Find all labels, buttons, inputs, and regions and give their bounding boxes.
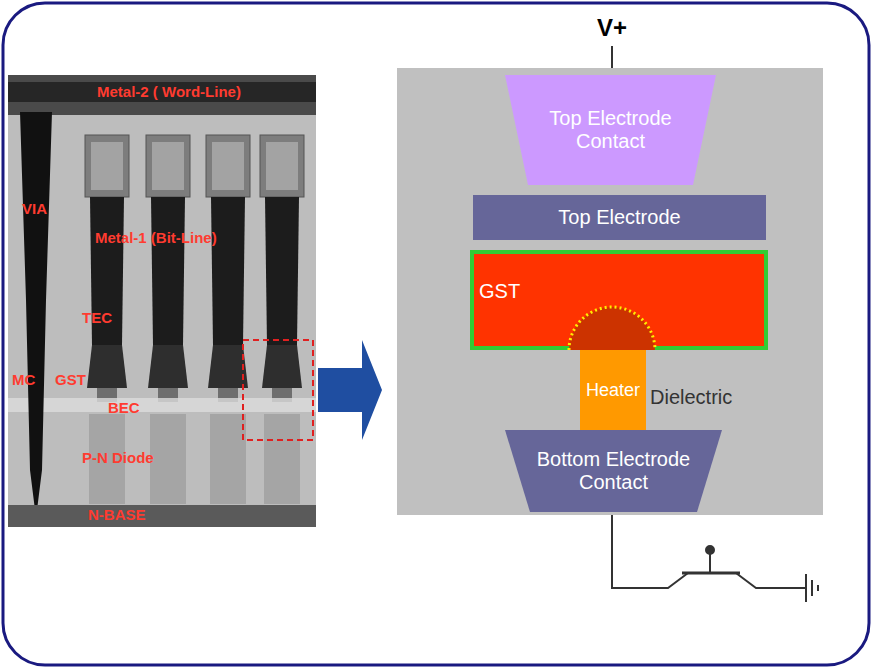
frame	[3, 3, 869, 665]
tem-micrograph	[8, 75, 316, 527]
part-label: MC	[12, 371, 35, 388]
node-label: Dielectric	[650, 386, 732, 409]
top-electrode: Top Electrode	[473, 195, 766, 240]
part-label: N-BASE	[88, 506, 146, 523]
transistor-circuit	[612, 512, 818, 602]
part-label: Metal-1 (Bit-Line)	[95, 229, 217, 246]
part-label: TEC	[82, 309, 112, 326]
part-label: VIA	[22, 200, 47, 217]
part-label: P-N Diode	[82, 449, 154, 466]
node-label: Heater	[586, 380, 640, 401]
gst-layer: GST	[470, 250, 768, 350]
amorphous-dome	[569, 307, 655, 350]
top-electrode-contact: Top Electrode Contact	[505, 75, 716, 185]
part-label: Metal-2 ( Word-Line)	[97, 83, 241, 100]
part-label: BEC	[108, 399, 140, 416]
node-label: Top Electrode	[558, 206, 680, 229]
node-label: Bottom Electrode Contact	[524, 448, 704, 494]
dome-outline	[569, 307, 655, 350]
bottom-electrode-contact: Bottom Electrode Contact	[505, 430, 722, 512]
dielectric-region: Dielectric Top Electrode ContactTop Elect…	[397, 68, 823, 515]
node-label: Top Electrode Contact	[526, 107, 696, 153]
supply-label: V+	[597, 14, 627, 41]
heater: Heater	[580, 350, 646, 430]
block-arrow	[318, 340, 382, 440]
highlight-box	[243, 340, 313, 440]
part-label: GST	[55, 371, 86, 388]
node-label: GST	[479, 280, 520, 303]
